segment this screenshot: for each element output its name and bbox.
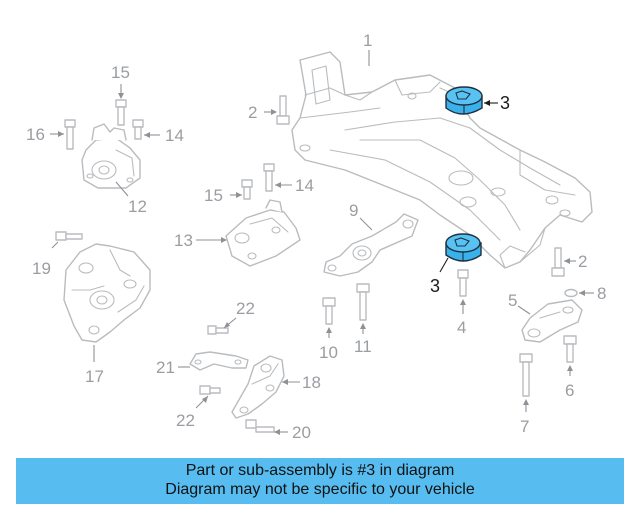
callout-14-upper: 14 — [165, 126, 184, 145]
callout-15-middle: 15 — [204, 186, 223, 205]
bolt-part-6 — [563, 335, 577, 363]
bolt-part-14-upper — [132, 119, 144, 140]
callout-20: 20 — [292, 423, 311, 442]
callout-22-upper: 22 — [236, 299, 255, 318]
bolt-part-20 — [245, 419, 275, 433]
bolt-part-4 — [457, 269, 469, 297]
callout-1: 1 — [363, 31, 372, 50]
bracket-part-21 — [189, 351, 249, 371]
subframe-bushing-upper-part-3 — [445, 86, 483, 115]
bracket-part-5 — [521, 299, 583, 343]
torque-rod-part-9 — [323, 213, 419, 277]
callout-4: 4 — [457, 318, 466, 337]
bolt-part-15-middle — [241, 179, 253, 200]
bracket-part-18 — [231, 355, 285, 419]
callout-6: 6 — [565, 381, 574, 400]
subframe-part-1 — [291, 51, 593, 269]
callout-2-lower: 2 — [578, 252, 587, 271]
callout-9: 9 — [349, 201, 358, 220]
callout-19: 19 — [32, 259, 51, 278]
callout-15-upper: 15 — [111, 63, 130, 82]
callout-18: 18 — [302, 373, 321, 392]
bolt-part-22-upper — [207, 325, 229, 335]
callout-14-middle: 14 — [295, 176, 314, 195]
callout-11: 11 — [354, 337, 372, 356]
subframe-bushing-lower-part-3 — [445, 233, 482, 262]
callout-17: 17 — [85, 367, 104, 386]
bolt-part-2-upper — [276, 95, 290, 125]
callout-3-upper: 3 — [500, 93, 510, 113]
bolt-part-22-lower — [199, 385, 221, 395]
bolt-part-10 — [322, 297, 336, 325]
callout-16: 16 — [26, 125, 45, 144]
mount-bracket-part-13 — [225, 199, 301, 267]
nut-part-8 — [564, 288, 578, 298]
banner-line-1: Part or sub-assembly is #3 in diagram — [185, 462, 455, 479]
bolt-part-2-lower — [551, 247, 565, 277]
callout-21: 21 — [156, 358, 175, 377]
callout-10: 10 — [319, 343, 338, 362]
callout-5: 5 — [508, 291, 517, 310]
engine-mount-part-12 — [81, 123, 141, 189]
callout-7: 7 — [520, 417, 529, 436]
callout-8: 8 — [597, 284, 606, 303]
bolt-part-11 — [356, 283, 370, 321]
banner-line-2: Diagram may not be specific to your vehi… — [165, 481, 475, 498]
bolt-part-15-upper — [115, 99, 127, 126]
transmission-mount-part-17 — [63, 243, 151, 343]
callout-22-lower: 22 — [176, 411, 195, 430]
bolt-part-19 — [55, 231, 83, 241]
bolt-part-7 — [519, 353, 533, 397]
callout-2-upper: 2 — [248, 103, 257, 122]
callout-3-lower: 3 — [430, 276, 440, 296]
info-banner: Part or sub-assembly is #3 in diagram Di… — [16, 458, 624, 504]
bolt-part-16 — [64, 119, 76, 150]
callout-12: 12 — [128, 197, 147, 216]
callout-13: 13 — [174, 231, 193, 250]
bolt-part-14-middle — [263, 163, 275, 192]
